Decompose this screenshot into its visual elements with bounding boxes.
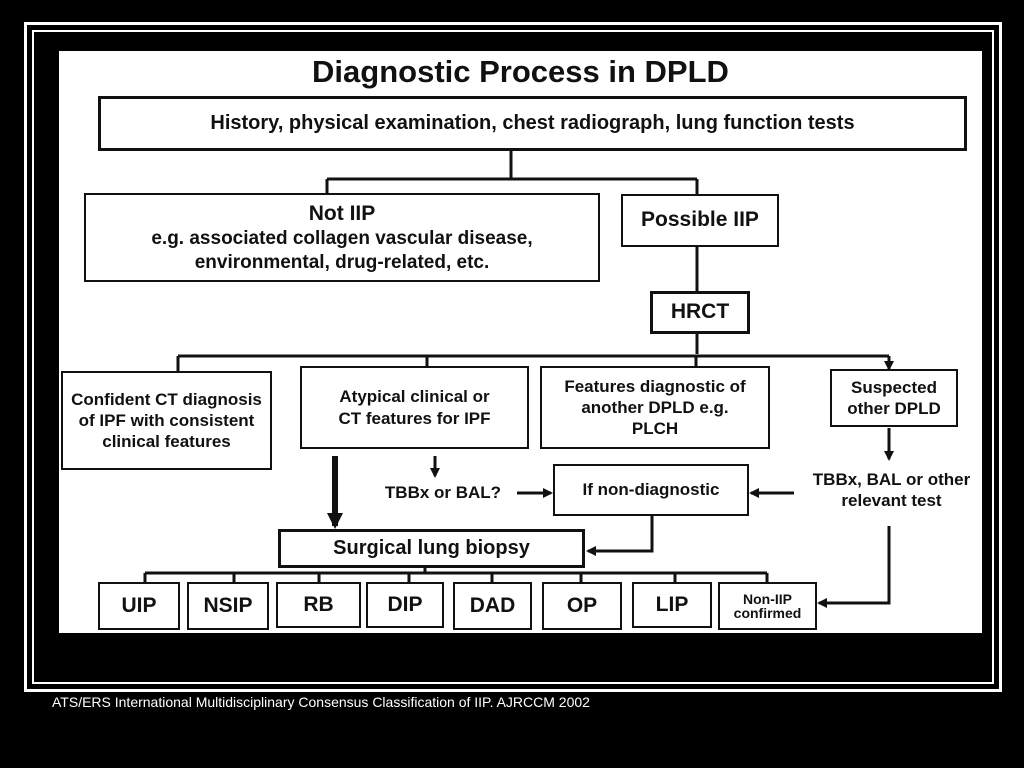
atypical-label: Atypical clinical or CT features for IPF [338,387,491,428]
non-iip-line2: confirmed [733,605,802,621]
features-diagnostic-label: Features diagnostic of another DPLD e.g.… [564,376,746,439]
not-iip-example: e.g. associated collagen vascular diseas… [151,227,533,249]
not-iip-example-2: environmental, drug-related, etc. [194,251,490,273]
diagram-title: Diagnostic Process in DPLD [312,54,729,89]
confident-ct-box: Confident CT diagnosis of IPF with consi… [61,371,272,470]
outcome-lip: LIP [632,582,712,628]
atypical-box: Atypical clinical or CT features for IPF [300,366,529,449]
outcome-uip: UIP [98,582,180,630]
outer-frame [24,22,1002,692]
possible-iip-box: Possible IIP [621,194,779,247]
outcome-lip-label: LIP [655,592,689,616]
outcome-rb-label: RB [303,592,334,616]
non-diagnostic-label: If non-diagnostic [582,480,720,500]
history-label: History, physical examination, chest rad… [210,112,855,134]
outcome-dad-label: DAD [469,593,516,617]
non-iip-line1: Non-IIP [743,591,792,607]
edge-other-noniip [817,526,891,608]
not-iip-box: Not IIP e.g. associated collagen vascula… [84,193,600,282]
outcome-dip: DIP [366,582,444,628]
outcome-op: OP [542,582,622,630]
outcome-uip-label: UIP [121,593,157,617]
history-box: History, physical examination, chest rad… [98,96,967,151]
not-iip-heading: Not IIP [308,201,376,225]
outcome-rb: RB [276,582,361,628]
tbbx-other-label: TBBx, BAL or other relevant test [812,470,971,511]
source-caption: ATS/ERS International Multidisciplinary … [52,694,590,710]
possible-iip-label: Possible IIP [641,208,759,232]
connector-lines [143,150,894,608]
outcome-op-label: OP [566,593,598,617]
non-diagnostic-box: If non-diagnostic [553,464,749,516]
surgical-biopsy-label: Surgical lung biopsy [333,537,530,559]
inner-frame [32,30,994,684]
confident-ct-label: Confident CT diagnosis of IPF with consi… [71,389,262,452]
diagram-panel: Diagnostic Process in DPLD [59,51,982,633]
suspected-box: Suspected other DPLD [830,369,958,427]
hrct-label: HRCT [670,300,730,324]
outcome-nsip-label: NSIP [203,593,253,617]
suspected-label: Suspected other DPLD [847,377,941,418]
tbbx-bal-label: TBBx or BAL? [384,483,502,502]
edge-nondiag-surgical [586,516,654,556]
surgical-biopsy-box: Surgical lung biopsy [278,529,585,568]
outcome-nsip: NSIP [187,582,269,630]
features-diagnostic-box: Features diagnostic of another DPLD e.g.… [540,366,770,449]
hrct-box: HRCT [650,291,750,334]
outcome-non-iip-confirmed: Non-IIP confirmed [718,582,817,630]
outcome-dip-label: DIP [387,592,423,616]
outcome-dad: DAD [453,582,532,630]
